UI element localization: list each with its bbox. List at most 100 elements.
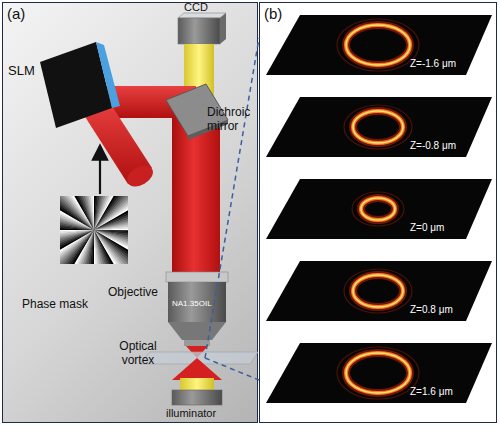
mask-wedge — [60, 230, 94, 264]
panel-label: (b) — [264, 5, 282, 22]
mask-wedge — [60, 230, 94, 257]
plot-plane — [266, 179, 492, 239]
mask-wedge — [60, 196, 94, 230]
plot-plane — [260, 251, 496, 331]
mask-wedge — [87, 230, 94, 264]
mask-wedge — [60, 196, 94, 230]
mask-wedge — [94, 230, 128, 264]
vortex-ring — [346, 25, 410, 65]
arrow — [99, 152, 101, 194]
mask-wedge — [94, 230, 128, 237]
mask-wedge — [60, 226, 94, 230]
vortex-ring — [353, 275, 403, 307]
intensity-plot: Z=0 μm — [260, 169, 496, 249]
mask-wedge — [60, 220, 94, 230]
mask-wedge — [64, 196, 94, 230]
mask-wedge — [94, 230, 128, 255]
mask-wedge — [94, 196, 119, 230]
mask-wedge — [94, 230, 128, 263]
mask-wedge — [60, 230, 94, 264]
vortex-ring — [361, 198, 395, 220]
mask-wedge — [75, 230, 94, 264]
focus-cone — [186, 346, 208, 358]
mask-wedge — [85, 196, 94, 230]
panel-b: (b)Z=-1.6 μmZ=-0.8 μmZ=0 μmZ=0.8 μmZ=1.6… — [259, 2, 497, 423]
mask-wedge — [60, 196, 94, 230]
mask-wedge — [88, 196, 94, 230]
side-lobe — [344, 105, 412, 149]
mask-wedge — [81, 230, 94, 264]
mask-wedge — [94, 230, 124, 264]
mask-wedge — [60, 196, 94, 230]
mirror-edge — [188, 120, 228, 140]
dichroic-mirror — [166, 84, 228, 136]
ccd-camera — [178, 13, 226, 44]
mask-wedge — [60, 230, 94, 249]
mask-wedge — [60, 196, 94, 230]
mask-wedge — [60, 223, 94, 230]
plot-plane — [266, 97, 492, 157]
vortex-ring — [346, 353, 410, 393]
mask-wedge — [94, 230, 128, 264]
vortex-ring — [346, 25, 410, 65]
mask-wedge — [60, 230, 94, 264]
cover-slide — [140, 352, 258, 364]
mask-wedge — [91, 196, 95, 230]
mask-wedge — [60, 214, 94, 230]
intensity-plot: Z=0.8 μm — [260, 251, 496, 331]
mask-wedge — [73, 196, 95, 230]
mask-wedge — [67, 196, 94, 230]
vortex-ring — [361, 198, 395, 220]
z-position: Z=0 μm — [410, 222, 444, 233]
mask-wedge — [63, 230, 94, 264]
mask-wedge — [94, 230, 128, 264]
mask-wedge — [94, 230, 118, 264]
mask-wedge — [94, 230, 100, 264]
mask-wedge — [94, 230, 128, 261]
plot-plane — [260, 169, 496, 249]
phase-mask — [60, 196, 128, 264]
mask-wedge — [94, 196, 128, 230]
mask-wedge — [94, 211, 128, 230]
z-position: Z=-1.6 μm — [410, 58, 456, 69]
mask-wedge — [60, 230, 94, 242]
mask-wedge — [94, 230, 113, 264]
slm-surface — [96, 42, 120, 108]
mask-wedge — [60, 230, 94, 263]
mask-wedge — [94, 224, 128, 230]
mask-wedge — [94, 230, 128, 243]
mask-wedge — [94, 196, 128, 230]
mask-wedge — [94, 230, 128, 249]
mask-wedge — [94, 196, 128, 230]
mask-wedge — [94, 230, 128, 264]
mask-wedge — [94, 230, 121, 264]
mask-wedge — [94, 230, 103, 264]
illuminator — [172, 390, 222, 405]
panel-label: (a) — [7, 5, 25, 22]
mask-wedge — [60, 230, 94, 264]
mask-wedge — [94, 230, 128, 264]
vortex-ring — [353, 111, 403, 143]
mask-wedge — [94, 230, 128, 234]
focus-cone — [172, 358, 222, 380]
mask-wedge — [60, 230, 94, 264]
mask-wedge — [94, 209, 128, 231]
plot-plane — [266, 261, 492, 321]
mask-wedge — [94, 230, 116, 264]
mask-wedge — [60, 208, 94, 230]
mask-wedge — [60, 230, 94, 260]
mask-wedge — [94, 196, 113, 230]
side-lobe — [337, 19, 419, 71]
mask-wedge — [94, 196, 116, 230]
mask-wedge — [60, 211, 94, 230]
mask-wedge — [61, 230, 94, 264]
plot-plane — [260, 87, 496, 167]
mask-wedge — [60, 230, 94, 246]
plot-plane — [260, 5, 496, 85]
plot-plane — [266, 343, 492, 403]
mask-wedge — [94, 196, 101, 230]
mask-wedge — [94, 196, 98, 230]
mask-wedge — [60, 230, 94, 239]
mask-wedge — [70, 196, 94, 230]
laser-beam — [82, 100, 152, 184]
